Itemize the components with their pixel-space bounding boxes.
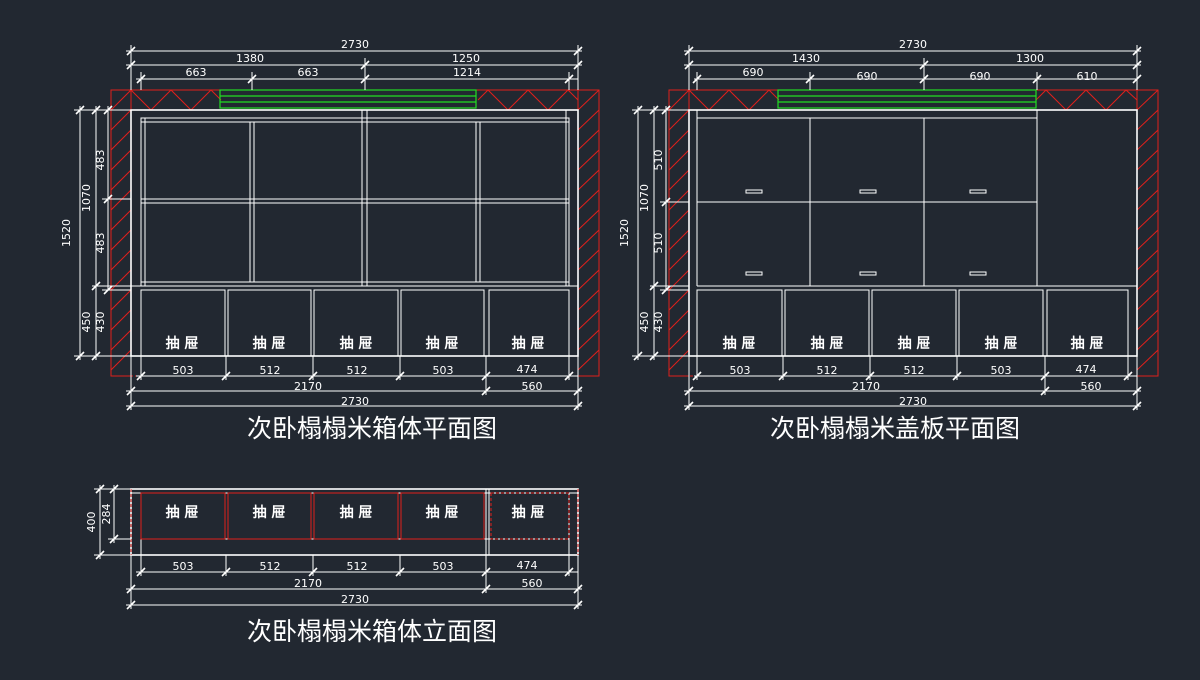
- drawer-label: 抽 屉: [253, 335, 286, 352]
- dim-label: 560: [522, 380, 543, 393]
- dim-label: 503: [730, 364, 751, 377]
- dim-label: 560: [1081, 380, 1102, 393]
- bottom-dimensions: 503 512 512 503 474 2170 560 2730: [126, 356, 583, 411]
- dim-label: 474: [517, 559, 538, 572]
- dim-label: 1520: [618, 219, 631, 247]
- drawer-label: 抽 屉: [1071, 335, 1104, 352]
- dim-label: 474: [1076, 363, 1097, 376]
- wall-hatch: [110, 89, 600, 377]
- dim-label: 483: [94, 233, 107, 254]
- dim-label: 284: [100, 504, 113, 525]
- cover-panels: [696, 110, 1137, 287]
- left-dimensions: 400 284: [85, 484, 131, 560]
- dim-label: 690: [970, 70, 991, 83]
- dim-label: 510: [652, 150, 665, 171]
- drawer-label: 抽 屉: [426, 504, 459, 521]
- handle-icon: [745, 189, 987, 276]
- top-dimensions: 2730 1430 1300 690 690 690 610: [684, 38, 1142, 90]
- dim-label: 1214: [453, 66, 481, 79]
- dim-label: 663: [186, 66, 207, 79]
- dim-label: 2170: [294, 577, 322, 590]
- drawer-row: 抽 屉 抽 屉 抽 屉 抽 屉 抽 屉: [696, 289, 1129, 357]
- body-plan-view: 抽 屉 抽 屉 抽 屉 抽 屉 抽 屉 2730 1380 1250 663 6…: [60, 38, 600, 443]
- dim-label: 512: [347, 364, 368, 377]
- window: [219, 89, 477, 109]
- view-title: 次卧榻榻米盖板平面图: [770, 414, 1020, 443]
- dim-label: 2730: [341, 395, 369, 408]
- window: [777, 89, 1037, 109]
- dim-label: 663: [298, 66, 319, 79]
- dim-label: 690: [743, 66, 764, 79]
- dim-label: 503: [991, 364, 1012, 377]
- dim-label: 503: [173, 364, 194, 377]
- dim-label: 512: [904, 364, 925, 377]
- drawer-label: 抽 屉: [166, 504, 199, 521]
- dim-label: 2730: [899, 395, 927, 408]
- cabinet-outline: [130, 109, 579, 357]
- drawer-label: 抽 屉: [340, 335, 373, 352]
- dim-label: 450: [638, 312, 651, 333]
- dim-label: 430: [94, 312, 107, 333]
- dim-label: 690: [857, 70, 878, 83]
- dim-label: 1070: [638, 184, 651, 212]
- dim-label: 560: [522, 577, 543, 590]
- cabinet-outline: [688, 109, 1138, 357]
- dim-label: 510: [652, 233, 665, 254]
- dim-label: 400: [85, 512, 98, 533]
- dim-label: 1380: [236, 52, 264, 65]
- dim-label: 2730: [341, 593, 369, 606]
- drawer-label: 抽 屉: [811, 335, 844, 352]
- drawer-label: 抽 屉: [253, 504, 286, 521]
- dim-label: 503: [433, 364, 454, 377]
- dim-label: 610: [1077, 70, 1098, 83]
- drawer-label: 抽 屉: [340, 504, 373, 521]
- dim-label: 430: [652, 312, 665, 333]
- dim-label: 2170: [852, 380, 880, 393]
- dim-label: 503: [173, 560, 194, 573]
- drawer-label: 抽 屉: [512, 335, 545, 352]
- dim-label: 2730: [341, 38, 369, 51]
- dim-label: 1300: [1016, 52, 1044, 65]
- dim-label: 512: [817, 364, 838, 377]
- elevation-view: 抽 屉 抽 屉 抽 屉 抽 屉 抽 屉 400 284: [85, 484, 583, 646]
- dim-label: 503: [433, 560, 454, 573]
- drawer-label: 抽 屉: [512, 504, 545, 521]
- left-dimensions: 1520 1070 510 510 450 430: [618, 105, 689, 361]
- view-title: 次卧榻榻米箱体平面图: [247, 414, 497, 443]
- dim-label: 474: [517, 363, 538, 376]
- drawer-label: 抽 屉: [166, 335, 199, 352]
- bottom-dimensions: 503 512 512 503 474 2170 560 2730: [126, 555, 583, 610]
- dim-label: 512: [260, 364, 281, 377]
- drawer-label: 抽 屉: [426, 335, 459, 352]
- dim-label: 1520: [60, 219, 73, 247]
- drawer-label: 抽 屉: [898, 335, 931, 352]
- dim-label: 483: [94, 150, 107, 171]
- top-dimensions: 2730 1380 1250 663 663 1214: [126, 38, 583, 90]
- left-dimensions: 1520 1070 483 483 450 430: [60, 105, 131, 361]
- bottom-dimensions: 503 512 512 503 474 2170 560 2730: [684, 356, 1142, 411]
- dim-label: 450: [80, 312, 93, 333]
- dim-label: 1430: [792, 52, 820, 65]
- cover-plan-view: 抽 屉 抽 屉 抽 屉 抽 屉 抽 屉 2730 1430 1300 690 6…: [618, 38, 1159, 443]
- dim-label: 1250: [452, 52, 480, 65]
- dim-label: 512: [260, 560, 281, 573]
- drawer-row: 抽 屉 抽 屉 抽 屉 抽 屉 抽 屉: [130, 285, 579, 357]
- drawer-label: 抽 屉: [723, 335, 756, 352]
- dim-label: 512: [347, 560, 368, 573]
- dim-label: 2170: [294, 380, 322, 393]
- cabinet-elevation: 抽 屉 抽 屉 抽 屉 抽 屉 抽 屉: [130, 488, 579, 556]
- wall-hatch: [668, 89, 1159, 377]
- view-title: 次卧榻榻米箱体立面图: [247, 617, 497, 646]
- dim-label: 2730: [899, 38, 927, 51]
- upper-storage-grid: [140, 110, 570, 287]
- drawer-label: 抽 屉: [985, 335, 1018, 352]
- dim-label: 1070: [80, 184, 93, 212]
